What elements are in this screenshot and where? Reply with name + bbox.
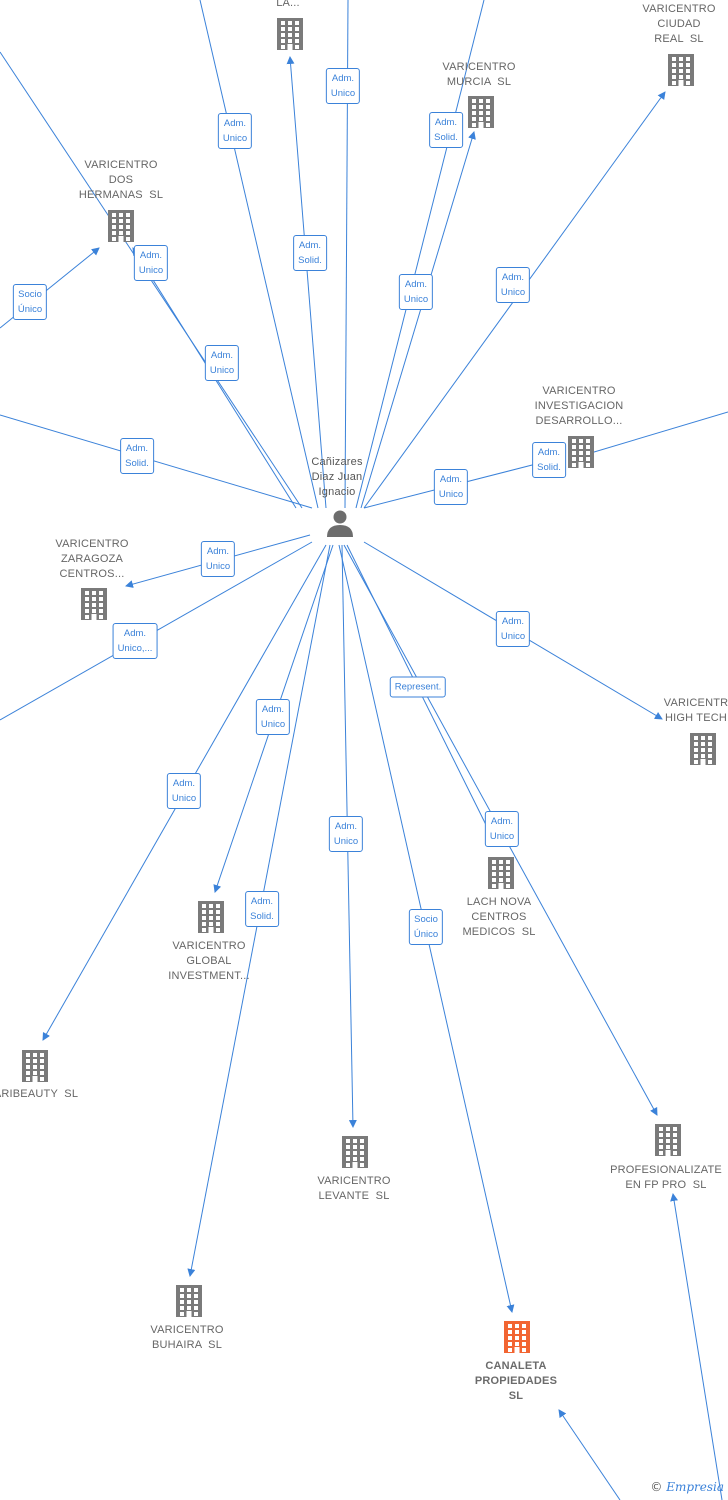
relation-badge: Adm. Unico — [325, 68, 361, 104]
company-building-icon[interactable] — [568, 436, 594, 468]
company-label-high-tech[interactable]: VARICENTR HIGH TECH — [663, 697, 728, 724]
empresia-credit: © Empresia — [650, 1480, 724, 1494]
relation-badge: Adm. Unico — [255, 699, 291, 735]
company-building-icon[interactable] — [81, 588, 107, 620]
relation-badge: Adm. Unico — [398, 274, 434, 310]
relation-edge — [573, 411, 728, 459]
relation-badge: Adm. Unico — [133, 245, 169, 281]
company-label-levante[interactable]: VARICENTRO LEVANTE SL — [317, 1175, 391, 1202]
company-building-icon[interactable] — [504, 1321, 530, 1353]
relation-badge: Adm. Unico — [495, 267, 531, 303]
company-building-icon[interactable] — [198, 901, 224, 933]
company-building-icon[interactable] — [22, 1050, 48, 1082]
company-label-lach-nova[interactable]: LACH NOVA CENTROS MEDICOS SL — [462, 896, 536, 938]
relation-badge: Adm. Unico — [217, 113, 253, 149]
company-building-icon[interactable] — [668, 54, 694, 86]
relation-edge — [355, 0, 485, 509]
company-label-ciudad-real[interactable]: VARICENTRO CIUDAD REAL SL — [642, 3, 716, 45]
relation-badge: Socio Único — [408, 909, 444, 945]
relation-badge: Adm. Unico,... — [112, 623, 158, 659]
relation-badge: Adm. Unico — [484, 811, 520, 847]
relation-edge — [199, 0, 319, 509]
company-building-icon[interactable] — [108, 210, 134, 242]
company-label-varibeauty[interactable]: ARIBEAUTY SL — [0, 1088, 79, 1100]
person-name[interactable]: Cañizares Diaz Juan Ignacio — [311, 456, 363, 498]
person-icon[interactable] — [327, 510, 353, 538]
company-building-icon[interactable] — [468, 96, 494, 128]
relation-badge: Represent. — [389, 676, 447, 698]
relation-badge: Adm. Unico — [200, 541, 236, 577]
relation-edge — [0, 414, 313, 509]
company-label-buhaira[interactable]: VARICENTRO BUHAIRA SL — [150, 1324, 224, 1351]
relation-badge: Adm. Solid. — [532, 442, 566, 478]
company-label-canaleta[interactable]: CANALETA PROPIEDADES SL — [474, 1360, 558, 1402]
relation-badge: Adm. Solid. — [429, 112, 463, 148]
company-label-la[interactable]: LA... — [276, 0, 300, 9]
company-building-icon[interactable] — [690, 733, 716, 765]
company-building-icon[interactable] — [488, 857, 514, 889]
relation-edge — [558, 1409, 621, 1500]
relation-badge: Adm. Solid. — [120, 438, 154, 474]
company-building-icon[interactable] — [342, 1136, 368, 1168]
relation-edge — [670, 1193, 723, 1500]
relation-badge: Adm. Solid. — [293, 235, 327, 271]
company-label-global[interactable]: VARICENTRO GLOBAL INVESTMENT... — [168, 940, 250, 982]
company-building-icon[interactable] — [655, 1124, 681, 1156]
company-label-profesionalizate[interactable]: PROFESIONALIZATE EN FP PRO SL — [610, 1164, 722, 1191]
company-building-icon[interactable] — [277, 18, 303, 50]
relation-badge: Adm. Unico — [495, 611, 531, 647]
relation-badge: Adm. Unico — [166, 773, 202, 809]
relation-edge — [286, 56, 327, 509]
relation-badge: Adm. Unico — [328, 816, 364, 852]
relation-badge: Adm. Solid. — [245, 891, 279, 927]
company-building-icon[interactable] — [176, 1285, 202, 1317]
relation-edge — [360, 131, 476, 509]
relation-badge: Adm. Unico — [204, 345, 240, 381]
relation-badge: Socio Único — [12, 284, 48, 320]
company-label-zaragoza[interactable]: VARICENTRO ZARAGOZA CENTROS... — [55, 538, 129, 580]
company-label-investigacion[interactable]: VARICENTRO INVESTIGACION DESARROLLO... — [534, 385, 624, 427]
relation-badge: Adm. Unico — [433, 469, 469, 505]
company-label-dos-hermanas[interactable]: VARICENTRO DOS HERMANAS SL — [78, 159, 164, 201]
company-label-murcia[interactable]: VARICENTRO MURCIA SL — [442, 61, 516, 88]
